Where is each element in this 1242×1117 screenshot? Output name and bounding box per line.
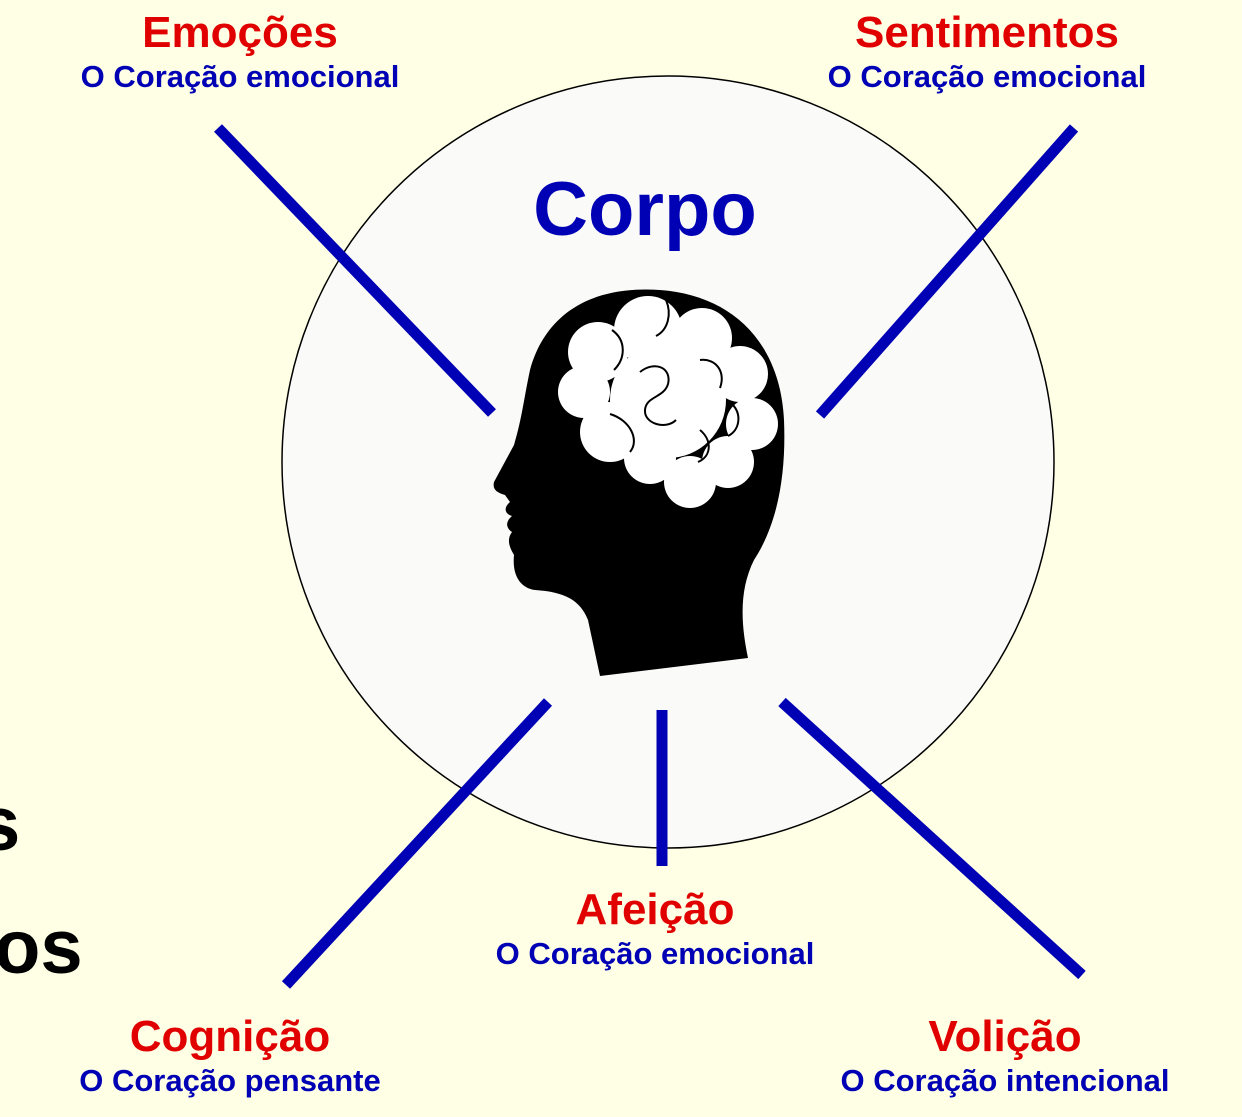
- node-subtitle: O Coração emocional: [80, 59, 400, 94]
- node-sentimentos: Sentimentos O Coração emocional: [752, 8, 1222, 96]
- node-title: Cognição: [129, 1012, 331, 1061]
- connector-volicao: [778, 697, 1086, 980]
- brain-icon: [558, 296, 778, 508]
- node-title: Sentimentos: [854, 8, 1120, 57]
- node-subtitle: O Coração emocional: [495, 936, 815, 971]
- node-emocoes: Emoções O Coração emocional: [10, 8, 470, 96]
- node-volicao: Volição O Coração intencional: [775, 1012, 1235, 1100]
- node-afeicao: Afeição O Coração emocional: [420, 885, 890, 973]
- background-partial-text-1: s: [0, 785, 20, 865]
- background-partial-text-2: os: [0, 905, 83, 990]
- node-cognicao: Cognição O Coração pensante: [10, 1012, 450, 1100]
- node-title: Afeição: [575, 885, 735, 934]
- node-title: Volição: [928, 1012, 1082, 1061]
- brain-folds: [609, 299, 740, 463]
- connector-emocoes: [214, 124, 496, 417]
- connector-cognicao: [281, 698, 553, 989]
- node-subtitle: O Coração pensante: [79, 1063, 381, 1098]
- node-subtitle: O Coração intencional: [840, 1063, 1170, 1098]
- node-subtitle: O Coração emocional: [827, 59, 1147, 94]
- connector-sentimentos: [815, 124, 1079, 419]
- center-title: Corpo: [533, 167, 757, 252]
- node-title: Emoções: [142, 8, 338, 57]
